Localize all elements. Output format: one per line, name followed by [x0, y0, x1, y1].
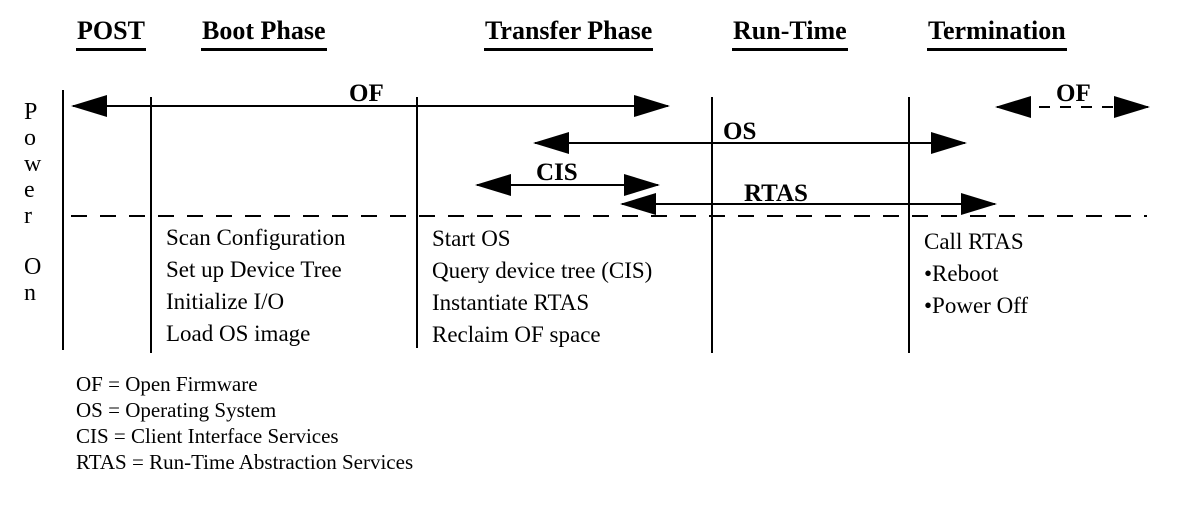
legend-line: OS = Operating System: [76, 398, 277, 422]
power-on-label-power: Power: [24, 99, 42, 229]
arrow-shaft: [73, 105, 668, 107]
arrowhead-right-icon: [961, 193, 997, 215]
cis-arrow-label: CIS: [536, 159, 578, 186]
task-item: •Reboot: [924, 261, 999, 286]
task-item: Reclaim OF space: [432, 322, 601, 347]
arrowhead-right-icon: [931, 132, 967, 154]
arrowhead-right-icon: [1114, 96, 1150, 118]
of-lifetime-arrow: [71, 95, 670, 117]
divider-post-boot-line: [150, 97, 152, 353]
arrow-shaft-dashed: [997, 106, 1148, 108]
divider-boot-transfer-line: [416, 97, 418, 348]
header-boot-phase: Boot Phase: [201, 16, 327, 51]
boot-phase-task-list: Scan Configuration Set up Device Tree In…: [166, 222, 346, 350]
termination-task-list: Call RTAS •Reboot •Power Off: [924, 226, 1028, 322]
arrowhead-right-icon: [634, 95, 670, 117]
task-item: •Power Off: [924, 293, 1029, 318]
os-lifetime-arrow: [533, 132, 967, 154]
acronym-legend: OF = Open Firmware OS = Operating System…: [76, 371, 413, 475]
of-termination-arrow: [995, 96, 1150, 118]
of-termination-arrow-label: OF: [1056, 80, 1091, 107]
task-item: Query device tree (CIS): [432, 258, 653, 283]
legend-line: CIS = Client Interface Services: [76, 424, 339, 448]
header-run-time: Run-Time: [732, 16, 848, 51]
legend-line: RTAS = Run-Time Abstraction Services: [76, 450, 414, 474]
rtas-arrow-label: RTAS: [744, 180, 808, 207]
os-arrow-label: OS: [723, 118, 757, 145]
header-transfer-phase: Transfer Phase: [484, 16, 654, 51]
arrowhead-right-icon: [624, 174, 660, 196]
arrow-shaft: [535, 142, 965, 144]
divider-runtime-termination-line: [908, 97, 910, 353]
timeline-left-edge-line: [62, 90, 64, 350]
cis-lifetime-arrow: [475, 174, 660, 196]
header-termination: Termination: [927, 16, 1067, 51]
task-item: Scan Configuration: [166, 225, 346, 250]
transfer-phase-task-list: Start OS Query device tree (CIS) Instant…: [432, 223, 652, 351]
of-arrow-label: OF: [349, 80, 384, 107]
legend-line: OF = Open Firmware: [76, 372, 258, 396]
task-item: Load OS image: [166, 321, 311, 346]
task-item: Call RTAS: [924, 229, 1024, 254]
arrow-shaft: [477, 184, 658, 186]
header-post: POST: [76, 16, 146, 51]
divider-transfer-runtime-line: [711, 97, 713, 353]
task-item: Start OS: [432, 226, 511, 251]
arrow-shaft: [622, 203, 995, 205]
rtas-lifetime-arrow: [620, 193, 997, 215]
task-item: Set up Device Tree: [166, 257, 342, 282]
task-item: Instantiate RTAS: [432, 290, 590, 315]
dashed-timeline-line: [71, 215, 1147, 217]
power-on-label-on: On: [24, 254, 42, 306]
task-item: Initialize I/O: [166, 289, 285, 314]
